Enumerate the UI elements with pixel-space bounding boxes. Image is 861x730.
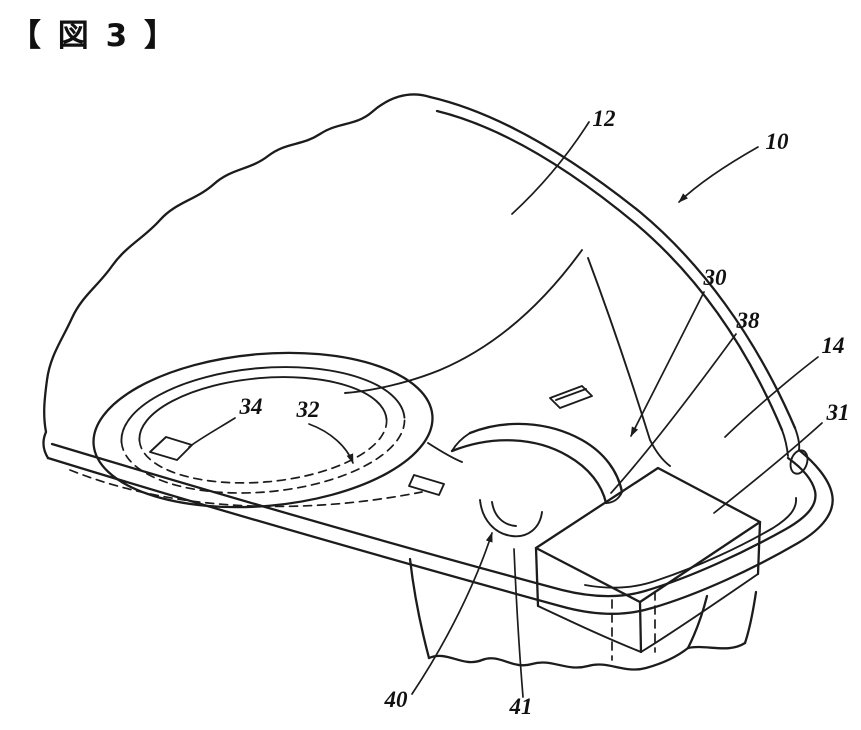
hook-41-inner	[491, 501, 517, 527]
tray-floor-edge	[584, 497, 797, 589]
clip-plate-outline	[549, 385, 593, 409]
mount-slot	[408, 474, 445, 496]
well-ring1-top-arc	[120, 366, 406, 444]
well-ring2-top-arc	[138, 376, 388, 442]
ref-numeral-32: 32	[296, 397, 320, 422]
leader-line-12	[511, 121, 590, 215]
box-bottom-right-edge	[640, 573, 759, 653]
well-outer-ellipse	[92, 351, 434, 509]
duct-lower-edge	[450, 439, 608, 505]
cover-edge-connector-outer	[794, 427, 801, 451]
leader-line-31	[713, 422, 823, 514]
rim-tube-end	[789, 449, 809, 475]
leader-line-10	[678, 146, 759, 203]
leader-line-34	[188, 417, 236, 448]
ref-numeral-41: 41	[509, 694, 533, 719]
box-right-edge	[756, 520, 762, 576]
ref-numeral-10: 10	[765, 129, 789, 154]
box-top-face	[534, 466, 762, 604]
box-left-edge	[534, 546, 540, 608]
leader-line-38	[610, 333, 737, 494]
cover-panel-outer-edge	[428, 95, 797, 430]
duct-upper-edge	[468, 422, 624, 494]
ref-numeral-14: 14	[821, 333, 845, 358]
front-face-torn-bottom	[427, 646, 690, 671]
leader-line-32	[308, 423, 354, 464]
leader-line-30	[630, 291, 705, 437]
cover-edge-connector-inner	[781, 429, 789, 457]
box-bottom-left-edge	[537, 605, 642, 653]
front-face2-right-edge	[743, 590, 758, 645]
well-clip-tab-34	[149, 436, 193, 461]
hook-41-outer	[479, 499, 543, 538]
ref-numeral-30: 30	[703, 265, 727, 290]
leader-line-14	[724, 356, 819, 438]
figure-number-label: 【 図 3 】	[10, 18, 178, 54]
well-hidden-edge	[69, 469, 423, 508]
ref-numeral-38: 38	[736, 308, 760, 333]
cover-fold-contour	[587, 257, 671, 467]
box-front-edge	[638, 600, 643, 654]
front-face-right-edge	[686, 594, 709, 650]
tray-rim-outer-edge	[46, 448, 834, 615]
ref-numeral-12: 12	[592, 106, 616, 131]
cover-lower-contour	[344, 249, 583, 394]
leader-line-41	[513, 548, 524, 698]
ref-numeral-40: 40	[384, 687, 408, 712]
torn-edge-outline	[42, 93, 432, 460]
front-face2-torn-bottom	[686, 641, 747, 650]
clip-plate-inner-line	[555, 388, 587, 401]
well-ring2-hidden-arc	[138, 418, 388, 484]
duct-left-end	[451, 432, 471, 452]
tray-rim-inner-edge	[50, 442, 817, 598]
cover-panel-inner-edge	[435, 109, 784, 432]
well-ring1-hidden-arc	[120, 416, 406, 494]
ref-numeral-34: 34	[239, 394, 263, 419]
front-face-left-edge	[408, 557, 431, 660]
well-to-duct-contour	[427, 442, 463, 463]
leader-line-40	[411, 532, 493, 695]
duct-right-end	[605, 491, 623, 504]
ref-numeral-31: 31	[826, 400, 850, 425]
